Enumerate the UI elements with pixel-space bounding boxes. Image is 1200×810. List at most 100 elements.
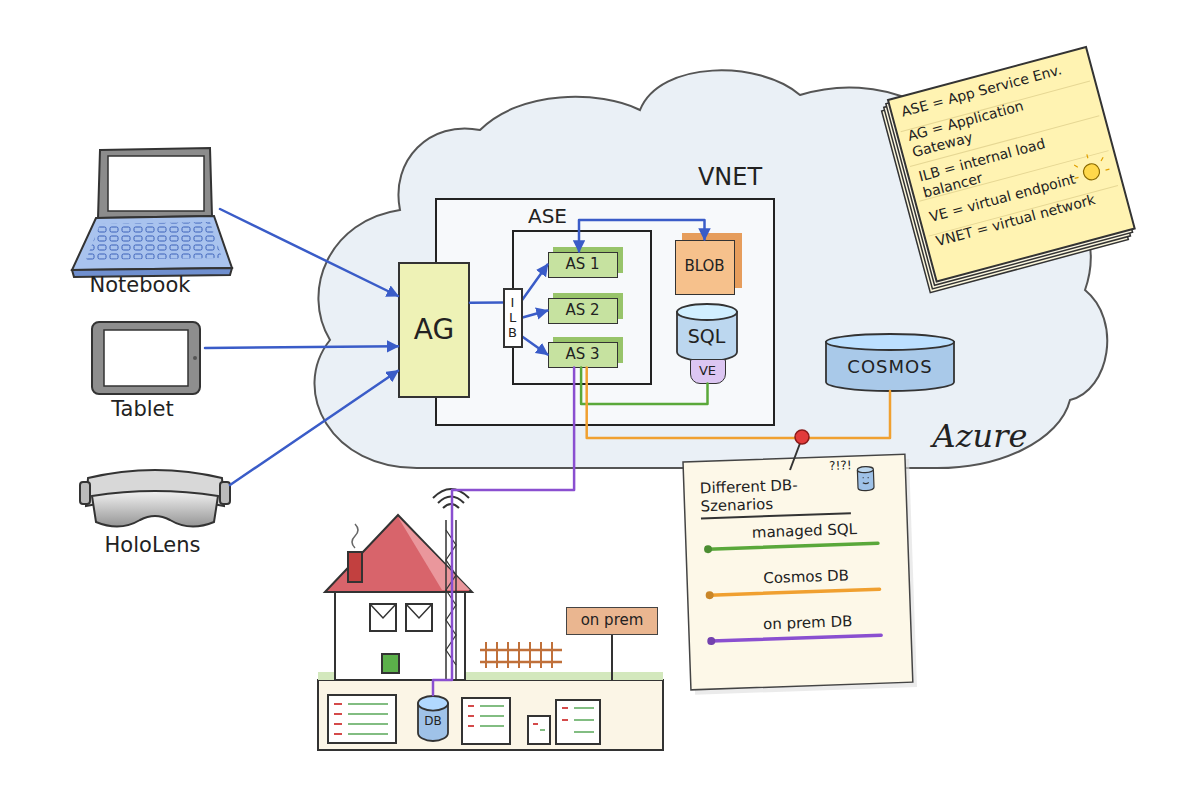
- on-prem-site-illustration: [348, 704, 594, 734]
- app-service-box: AS 1: [548, 252, 618, 278]
- db-scenarios-note: [863, 478, 869, 484]
- on-prem-site-illustration: [433, 489, 469, 508]
- node-label: COSMOS: [847, 357, 932, 378]
- note-title: Different DB-Szenarios: [700, 474, 851, 519]
- on-prem-site-illustration: [480, 650, 562, 662]
- legend-entry: managed SQL: [699, 519, 890, 556]
- node-label: AS 1: [565, 256, 599, 273]
- ase-boundary: ASEAS 1AS 2AS 3: [512, 230, 652, 385]
- glossary-sticky-note: [888, 47, 1135, 282]
- virtual-endpoint: VE: [690, 359, 726, 384]
- node-label: Notebook: [60, 273, 220, 297]
- connector: [581, 368, 707, 405]
- legend-label: managed SQL: [699, 519, 890, 544]
- connector: [587, 368, 890, 439]
- laptop-illustration: [72, 216, 232, 270]
- node-label: DB: [424, 715, 441, 729]
- on-prem-site-illustration: [406, 604, 432, 618]
- cloud-outline: [314, 70, 1107, 468]
- on-prem-site-illustration: [406, 604, 432, 631]
- on-prem-site-illustration: [370, 604, 396, 618]
- node-label: AS 3: [565, 346, 599, 363]
- node-label: Azure: [915, 418, 1045, 455]
- pin: [790, 430, 809, 470]
- connector: [230, 371, 398, 485]
- legend-line-sample: [704, 545, 712, 553]
- on-prem-site-illustration: [370, 604, 396, 631]
- node-label: ASE: [518, 205, 578, 228]
- node-label: SQL: [688, 326, 726, 348]
- db-scenarios-note: [687, 459, 917, 695]
- connector: [205, 346, 398, 348]
- db-scenarios-note: [683, 454, 917, 695]
- on-prem-site-illustration: [486, 642, 552, 668]
- pin: [790, 438, 802, 470]
- sql-database-cylinder: SQLVE: [676, 303, 738, 361]
- db-scenarios-note: [857, 469, 874, 491]
- app-service-box: AS 3: [548, 342, 618, 368]
- laptop-illustration: [86, 222, 222, 260]
- internal-load-balancer: ILB: [503, 288, 523, 348]
- node-label: VNET: [685, 164, 775, 192]
- glossary-sticky-note: [886, 51, 1133, 286]
- legend-line-sample: [711, 635, 881, 641]
- on-prem-site-illustration: [318, 680, 663, 750]
- hololens-device: HoloLens: [75, 465, 230, 565]
- node-label: AS 2: [565, 302, 599, 319]
- hololens-illustration: [80, 482, 90, 504]
- laptop-illustration: [108, 156, 204, 211]
- connector: [523, 265, 548, 300]
- legend-label: Cosmos DB: [701, 565, 892, 590]
- on-prem-site-illustration: [556, 700, 600, 744]
- hololens-illustration: [220, 482, 230, 504]
- cylinder-top: [826, 334, 954, 350]
- node-label: BLOB: [684, 258, 724, 275]
- on-prem-sign: on prem: [566, 607, 658, 635]
- legend-line-sample: [706, 591, 714, 599]
- legend-label: on prem DB: [702, 611, 893, 636]
- on-prem-site-illustration: [318, 489, 663, 750]
- node-label: Tablet: [80, 397, 205, 421]
- tablet-illustration: [104, 330, 188, 386]
- hololens-illustration: [80, 470, 230, 527]
- glossary-sticky-note: [879, 47, 1137, 293]
- blob-storage-cube: BLOB: [675, 240, 735, 295]
- db-scenarios-note: [683, 454, 913, 690]
- on-prem-site-illustration: [528, 716, 550, 744]
- on-prem-site-illustration: [334, 704, 568, 734]
- vnet-boundary: VNETILBASEAS 1AS 2AS 3BLOBSQLVE: [435, 198, 775, 426]
- node-label: VE: [699, 364, 716, 379]
- connector: [433, 368, 574, 696]
- glossary-sticky-note: [884, 54, 1131, 289]
- cosmos-db-cylinder: COSMOS: [825, 333, 955, 391]
- tablet-illustration: [193, 356, 197, 360]
- on-prem-site-illustration: [446, 520, 456, 680]
- laptop-illustration: [72, 148, 232, 277]
- app-service-box: AS 2: [548, 298, 618, 324]
- legend-line-sample: [710, 589, 880, 595]
- on-prem-site-illustration: [382, 654, 399, 673]
- on-prem-site-illustration: [446, 530, 456, 665]
- node-label: on prem: [581, 612, 644, 629]
- on-prem-site-illustration: [398, 517, 470, 590]
- connector: [523, 311, 548, 318]
- glossary-sticky-note: [1082, 162, 1102, 182]
- tablet-illustration: [92, 322, 200, 394]
- db-scenarios-note: [857, 466, 873, 473]
- hololens-illustration: [92, 491, 218, 527]
- on-prem-site-illustration: [611, 635, 613, 680]
- cylinder-top: [677, 304, 737, 320]
- connector: [220, 209, 398, 296]
- connector: [523, 337, 548, 355]
- on-prem-site-illustration: [462, 698, 510, 744]
- on-prem-site-illustration: [328, 695, 396, 743]
- notebook-device: Notebook: [60, 145, 220, 305]
- connector: [470, 301, 503, 304]
- connector: [579, 220, 705, 252]
- legend-line-sample: [707, 637, 715, 645]
- pin: [795, 430, 809, 444]
- node-label: AG: [414, 314, 454, 346]
- node-label: ILB: [508, 295, 517, 340]
- application-gateway: AG: [398, 262, 470, 398]
